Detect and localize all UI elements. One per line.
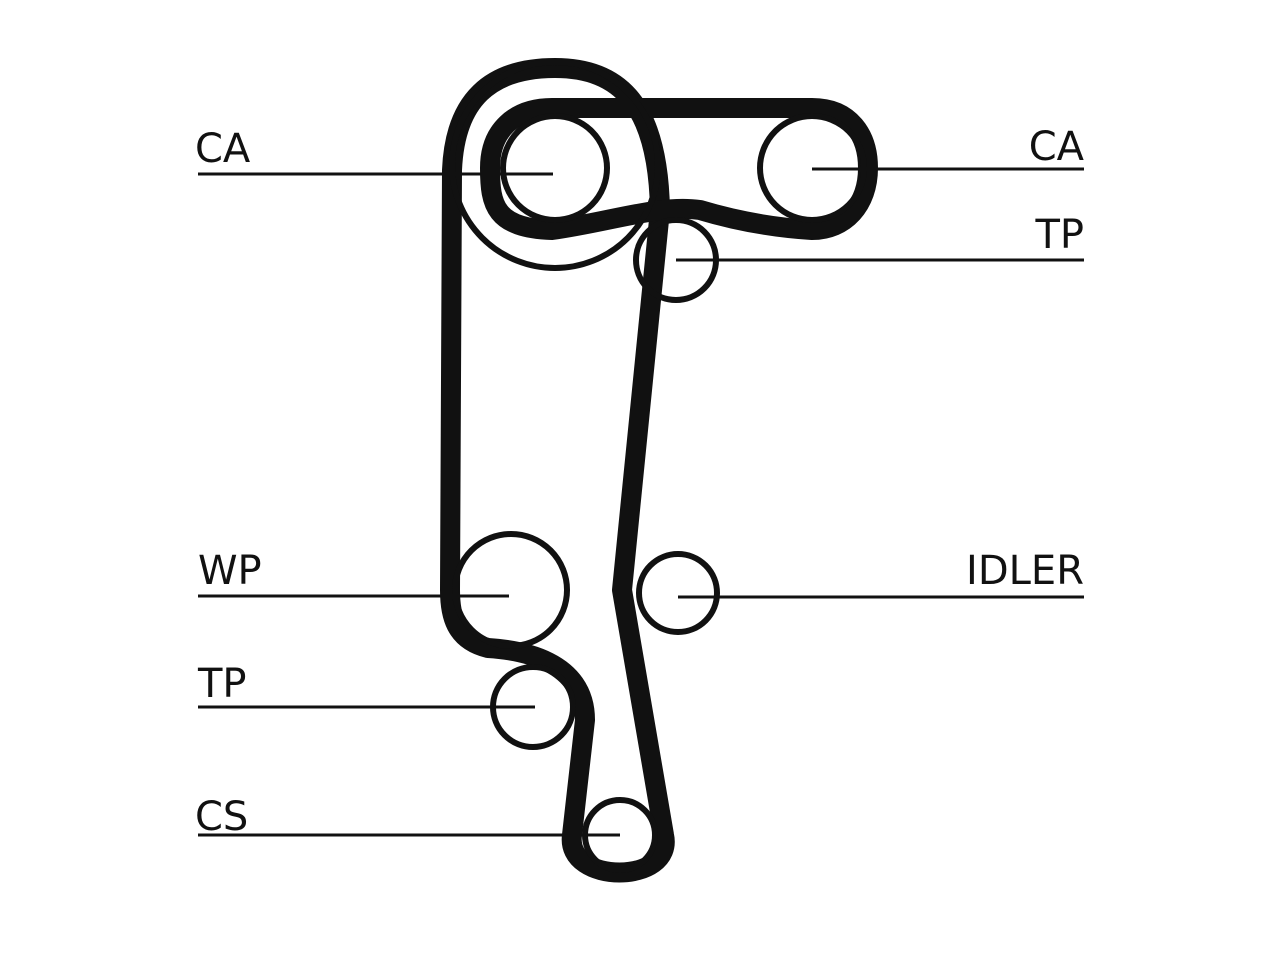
label-water-pump: WP (198, 548, 262, 594)
label-crankshaft: CS (195, 794, 248, 840)
label-cam-right: CA (1029, 124, 1085, 170)
label-idler: IDLER (966, 548, 1084, 594)
label-tensioner-bottom: TP (197, 661, 247, 707)
water-pump-pulley (452, 531, 570, 649)
cam-gear-large-left (449, 59, 661, 271)
idler-pulley (636, 551, 720, 635)
camshaft-belt (480, 98, 878, 240)
main-timing-belt (440, 58, 675, 883)
label-tensioner-top: TP (1034, 212, 1084, 258)
label-cam-left: CA (195, 126, 251, 172)
cam-pulley-left (500, 113, 610, 223)
